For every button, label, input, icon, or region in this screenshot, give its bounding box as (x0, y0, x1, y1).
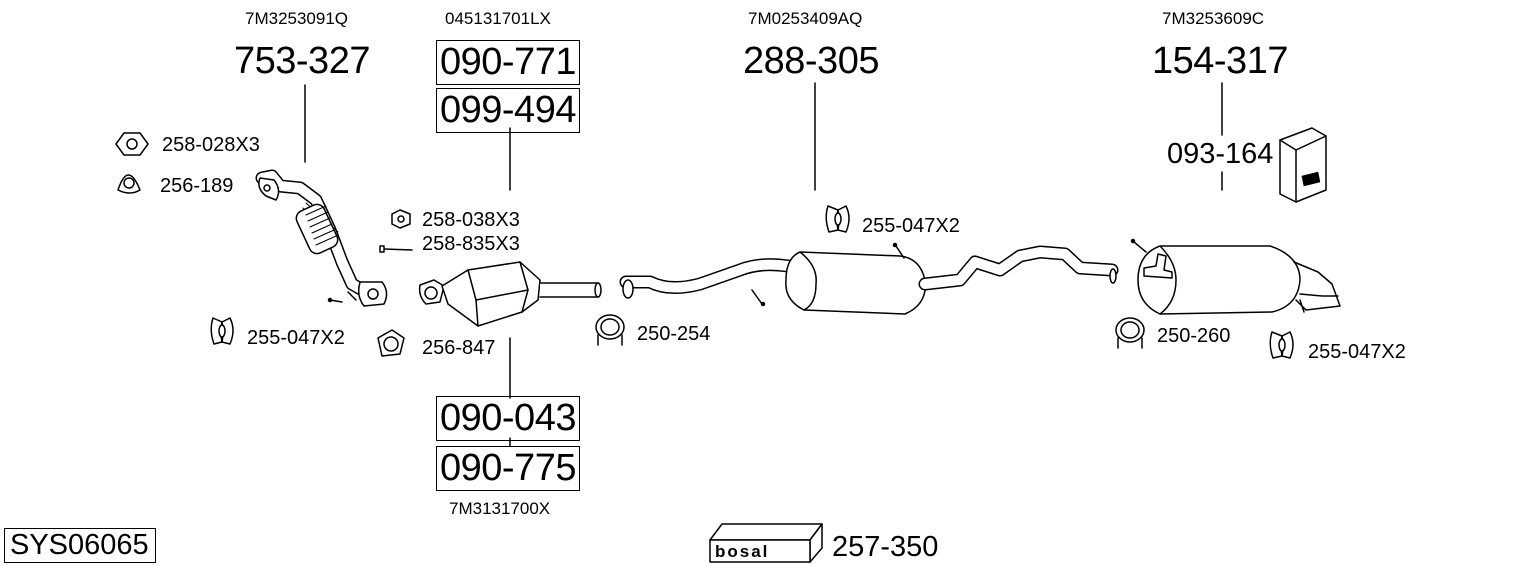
label-gasket-cat[interactable]: 256-847 (422, 337, 496, 359)
label-clamp-mid[interactable]: 250-254 (637, 323, 711, 345)
mounting-kit-box-icon (1279, 127, 1327, 203)
label-clamp-rear[interactable]: 250-260 (1157, 325, 1231, 347)
label-gasket-front[interactable]: 256-189 (160, 175, 234, 197)
part-number-middle-silencer[interactable]: 288-305 (743, 40, 879, 82)
system-code: SYS06065 (4, 528, 156, 563)
hanger-icon-rear (1269, 331, 1294, 359)
part-number-catalyst-1[interactable]: 090-771 (436, 40, 580, 85)
front-pipe (255, 169, 388, 307)
label-mounting-kit[interactable]: 093-164 (1167, 138, 1274, 170)
oem-number-catalyst: 045131701LX (445, 9, 551, 28)
label-nut-cat[interactable]: 258-038X3 (422, 209, 520, 231)
part-number-front-pipe[interactable]: 753-327 (234, 40, 370, 82)
label-bolt-cat[interactable]: 258-835X3 (422, 233, 520, 255)
part-number-lower-2[interactable]: 090-775 (436, 446, 580, 491)
label-hanger-mid[interactable]: 255-047X2 (862, 215, 960, 237)
part-number-lower-1[interactable]: 090-043 (436, 396, 580, 441)
label-hanger-left[interactable]: 255-047X2 (247, 327, 345, 349)
label-hanger-rear[interactable]: 255-047X2 (1308, 341, 1406, 363)
bosal-box-icon (709, 523, 823, 563)
catalytic-converter (418, 261, 602, 327)
gasket-icon-front (117, 174, 141, 194)
oem-number-rear-silencer: 7M3253609C (1162, 9, 1265, 28)
middle-silencer (619, 242, 1119, 315)
rear-silencer (1130, 238, 1341, 315)
oem-number-front-pipe: 7M3253091Q (245, 9, 349, 28)
hanger-icon-mid (825, 205, 850, 233)
bosal-logo: bosal (715, 542, 770, 561)
label-bosal-box[interactable]: 257-350 (832, 531, 939, 563)
label-nut-front[interactable]: 258-028X3 (162, 134, 260, 156)
part-number-catalyst-2[interactable]: 099-494 (436, 88, 580, 133)
clamp-icon-rear (1115, 317, 1145, 349)
gasket-icon-cat (377, 329, 405, 357)
nut-icon-cat (391, 209, 411, 229)
part-number-rear-silencer[interactable]: 154-317 (1152, 40, 1288, 82)
oem-number-lower: 7M3131700X (449, 499, 551, 518)
hanger-icon-left (210, 317, 234, 345)
clamp-icon-mid (595, 314, 625, 346)
oem-number-middle-silencer: 7M0253409AQ (748, 9, 863, 28)
bolt-icon (379, 245, 413, 253)
